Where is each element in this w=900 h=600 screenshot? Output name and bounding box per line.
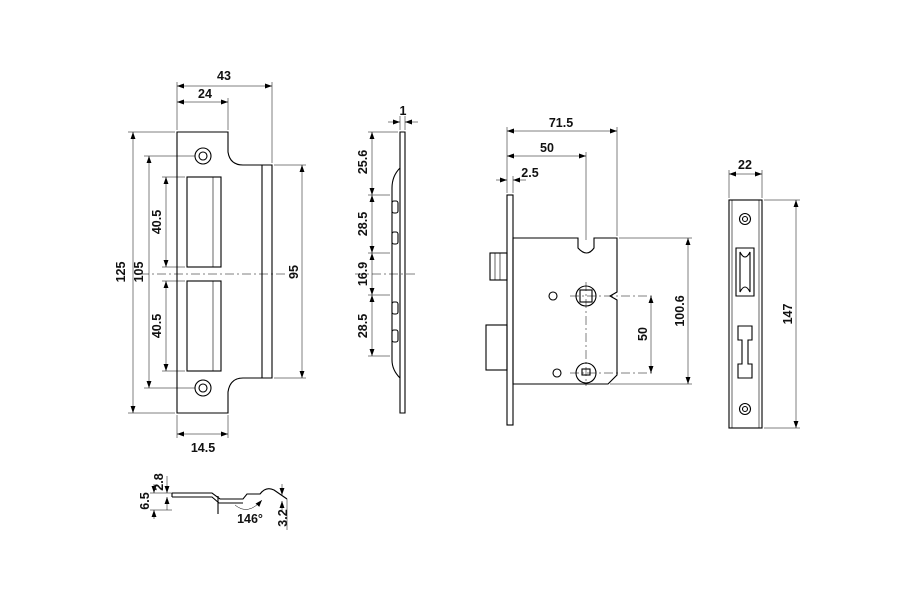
section-profile (172, 488, 288, 500)
dim-lock-centres: 50 (636, 327, 650, 341)
strike-section-view: 6.5 2.8 146° 3.2 (138, 473, 290, 530)
lock-fixing-hole-lower (552, 368, 562, 378)
dim-lip-height: 95 (287, 265, 301, 279)
lock-forend-plate (506, 194, 514, 426)
dim-section-angle: 146° (237, 512, 263, 526)
lower-cutout (186, 280, 222, 372)
dim-side-lower-slot: 28.5 (356, 314, 370, 338)
dim-section-thickness: 2.8 (152, 473, 166, 490)
lower-slot-tabs (391, 301, 399, 343)
dim-section-offset: 3.2 (276, 509, 290, 526)
dim-bottom-offset: 14.5 (191, 441, 215, 455)
dim-hole-spacing: 105 (132, 262, 146, 283)
screw-hole-top (194, 147, 212, 165)
dim-strike-width: 43 (217, 69, 231, 83)
forend-outline (728, 199, 763, 429)
lock-body-view: 71.5 50 2.5 50 100.6 (485, 116, 692, 426)
dim-side-top: 25.6 (356, 150, 370, 174)
strike-plate-outline (176, 131, 273, 414)
side-profile-view: 1 25.6 28.5 16.9 28.5 (355, 104, 418, 414)
dim-forend-thickness: 2.5 (521, 166, 538, 180)
lock-case-outline (512, 237, 618, 385)
dim-side-middle: 16.9 (356, 262, 370, 286)
upper-cutout (186, 176, 222, 268)
strike-plate-view: 43 24 125 105 40.5 40.5 95 14.5 (114, 69, 306, 455)
forend-latch-opening (735, 247, 755, 297)
forend-screw-bottom (738, 402, 752, 416)
screw-hole-bottom (194, 379, 212, 397)
dim-forend-width: 22 (738, 158, 752, 172)
dead-bolt (485, 324, 508, 371)
dim-spindle-backset: 50 (540, 141, 554, 155)
dim-strike-height: 125 (114, 262, 128, 283)
dim-lock-backset: 71.5 (549, 116, 573, 130)
dim-lower-cutout: 40.5 (150, 314, 164, 338)
upper-slot-tabs (391, 200, 399, 245)
dim-lock-case-height: 100.6 (673, 295, 687, 326)
dim-forend-height: 147 (781, 304, 795, 325)
dim-strike-offset: 24 (198, 87, 212, 101)
forend-view: 22 147 (728, 158, 800, 429)
lock-fixing-hole-upper (548, 291, 558, 301)
dim-upper-cutout: 40.5 (150, 210, 164, 234)
forend-deadbolt-opening (737, 325, 753, 379)
dim-section-depth: 6.5 (138, 492, 152, 509)
dim-side-thickness: 1 (400, 104, 407, 118)
side-plate-outline (391, 131, 406, 414)
dim-side-upper-slot: 28.5 (356, 212, 370, 236)
forend-screw-top (738, 212, 752, 226)
latch-bolt (489, 252, 508, 281)
